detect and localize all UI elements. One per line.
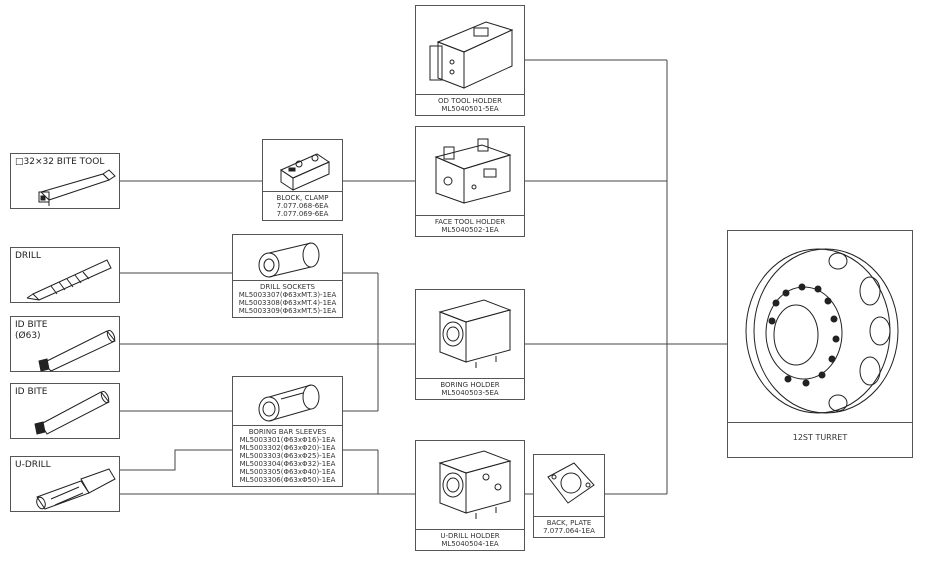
drill-sockets-part-2: ML5003308(Φ63xMT.4)-1EA <box>238 299 337 307</box>
drill-sockets-box: DRILL SOCKETS ML5003307(Φ63xMT.3)-1EA ML… <box>232 234 343 318</box>
udrill-holder-title: U-DRILL HOLDER <box>440 532 500 540</box>
block-clamp-box: BLOCK, CLAMP 7.077.068-6EA 7.077.069-6EA <box>262 139 343 221</box>
boring-sleeves-part-1: ML5003301(Φ63xΦ16)-1EA <box>239 436 336 444</box>
u-drill-box: U-DRILL <box>10 456 120 512</box>
od-holder-box: OD TOOL HOLDER ML5040501-5EA <box>415 5 525 116</box>
drill-box: DRILL <box>10 247 120 303</box>
drill-sockets-title: DRILL SOCKETS <box>260 283 315 291</box>
boring-sleeves-part-6: ML5003306(Φ63xΦ50)-1EA <box>239 476 336 484</box>
face-holder-drawing <box>434 138 512 204</box>
turret-drawing <box>745 248 899 414</box>
id-bite-63-label: ID BITE (Ø63) <box>15 320 48 341</box>
boring-sleeves-part-4: ML5003304(Φ63xΦ32)-1EA <box>239 460 336 468</box>
bite-tool-label: □32×32 BITE TOOL <box>15 157 105 167</box>
boring-sleeves-caption: BORING BAR SLEEVES ML5003301(Φ63xΦ16)-1E… <box>233 425 342 486</box>
id-bite-63-box: ID BITE (Ø63) <box>10 316 120 372</box>
back-plate-caption: BACK, PLATE 7.077.064-1EA <box>534 516 604 537</box>
drill-sockets-drawing <box>258 242 320 278</box>
boring-sleeves-part-2: ML5003302(Φ63xΦ20)-1EA <box>239 444 336 452</box>
udrill-holder-drawing <box>438 450 512 519</box>
face-holder-box: FACE TOOL HOLDER ML5040502-1EA <box>415 126 525 237</box>
drill-drawing <box>26 259 112 301</box>
u-drill-drawing <box>36 468 116 510</box>
turret-title: 12ST TURRET <box>792 433 848 442</box>
boring-sleeves-box: BORING BAR SLEEVES ML5003301(Φ63xΦ16)-1E… <box>232 376 343 487</box>
id-bite-label: ID BITE <box>15 387 48 397</box>
udrill-holder-caption: U-DRILL HOLDER ML5040504-1EA <box>416 529 524 550</box>
boring-holder-part: ML5040503-5EA <box>441 389 499 397</box>
turret-caption: 12ST TURRET <box>728 422 912 457</box>
block-clamp-part-1: 7.077.068-6EA <box>276 202 329 210</box>
boring-holder-drawing <box>438 299 512 368</box>
od-holder-part: ML5040501-5EA <box>441 105 499 113</box>
back-plate-box: BACK, PLATE 7.077.064-1EA <box>533 454 605 538</box>
face-holder-title: FACE TOOL HOLDER <box>434 218 506 226</box>
bite-tool-drawing <box>38 169 116 206</box>
drill-sockets-part-1: ML5003307(Φ63xMT.3)-1EA <box>238 291 337 299</box>
boring-holder-caption: BORING HOLDER ML5040503-5EA <box>416 378 524 399</box>
drill-sockets-caption: DRILL SOCKETS ML5003307(Φ63xMT.3)-1EA ML… <box>233 280 342 317</box>
udrill-holder-box: U-DRILL HOLDER ML5040504-1EA <box>415 440 525 551</box>
face-holder-part: ML5040502-1EA <box>441 226 499 234</box>
boring-holder-box: BORING HOLDER ML5040503-5EA <box>415 289 525 400</box>
u-drill-label: U-DRILL <box>15 460 51 470</box>
od-holder-drawing <box>429 21 514 89</box>
boring-sleeves-part-3: ML5003303(Φ63xΦ25)-1EA <box>239 452 336 460</box>
face-holder-caption: FACE TOOL HOLDER ML5040502-1EA <box>416 215 524 236</box>
block-clamp-drawing <box>279 153 331 191</box>
bite-tool-box: □32×32 BITE TOOL <box>10 153 120 209</box>
back-plate-title: BACK, PLATE <box>546 519 592 527</box>
turret-box: 12ST TURRET <box>727 230 913 458</box>
od-holder-title: OD TOOL HOLDER <box>438 97 502 105</box>
block-clamp-caption: BLOCK, CLAMP 7.077.068-6EA 7.077.069-6EA <box>263 191 342 220</box>
id-bite-drawing <box>34 390 110 435</box>
boring-holder-title: BORING HOLDER <box>440 381 500 389</box>
boring-sleeves-drawing <box>258 384 320 422</box>
block-clamp-title: BLOCK, CLAMP <box>276 194 329 202</box>
udrill-holder-part: ML5040504-1EA <box>441 540 499 548</box>
block-clamp-part-2: 7.077.069-6EA <box>276 210 329 218</box>
od-holder-caption: OD TOOL HOLDER ML5040501-5EA <box>416 94 524 115</box>
drill-label: DRILL <box>15 251 41 261</box>
back-plate-drawing <box>547 462 595 504</box>
boring-sleeves-part-5: ML5003305(Φ63xΦ40)-1EA <box>239 468 336 476</box>
id-bite-box: ID BITE <box>10 383 120 439</box>
back-plate-part: 7.077.064-1EA <box>543 527 595 535</box>
id-bite-63-drawing <box>38 329 116 372</box>
boring-sleeves-title: BORING BAR SLEEVES <box>248 428 327 436</box>
drill-sockets-part-3: ML5003309(Φ63xMT.5)-1EA <box>238 307 337 315</box>
